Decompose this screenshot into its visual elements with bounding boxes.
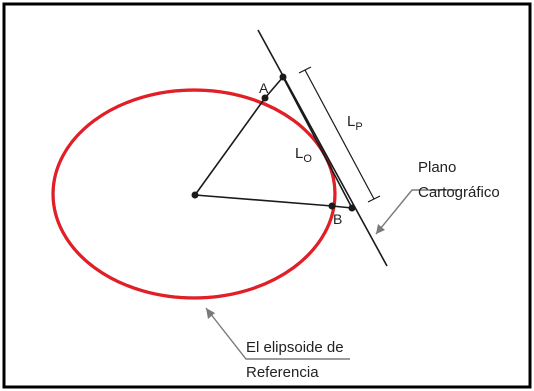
plane-leader-arrowhead — [376, 224, 385, 234]
ellipsoid-leader-arrowhead — [206, 308, 215, 319]
projection-ray-a — [264, 76, 284, 99]
lp-dimension-tick-bottom — [367, 195, 381, 203]
projected-segment — [282, 76, 353, 209]
projected-point-b-dot — [348, 204, 356, 212]
ellipsoid-label-line1: El elipsoide de — [246, 339, 344, 356]
plane-label-line2: Cartográfico — [418, 184, 500, 201]
lp-label-main: L — [347, 113, 355, 130]
projected-point-a-dot — [279, 73, 287, 81]
lp-label: LP — [347, 113, 363, 133]
cartographic-plane-line — [257, 29, 388, 267]
point-b-dot — [328, 202, 336, 210]
lp-dimension-tick-top — [298, 66, 312, 74]
point-a-label: A — [259, 80, 269, 96]
lp-dimension-line — [304, 69, 375, 200]
reference-ellipsoid — [51, 88, 337, 300]
ellipsoid-label-line2: Referencia — [246, 364, 319, 381]
lo-label-main: L — [295, 145, 303, 162]
plane-label-line1: Plano — [418, 159, 456, 176]
radius-to-a — [194, 97, 266, 196]
ellipsoid-leader-line — [205, 307, 350, 360]
lo-label-sub: O — [303, 153, 312, 165]
radius-to-b — [194, 194, 333, 207]
lp-label-sub: P — [355, 121, 362, 133]
ellipsoid-center-point — [191, 191, 199, 199]
plane-leader-line — [375, 189, 458, 235]
point-b-label: B — [333, 211, 342, 227]
lo-label: LO — [295, 145, 312, 165]
point-a-dot — [261, 94, 269, 102]
